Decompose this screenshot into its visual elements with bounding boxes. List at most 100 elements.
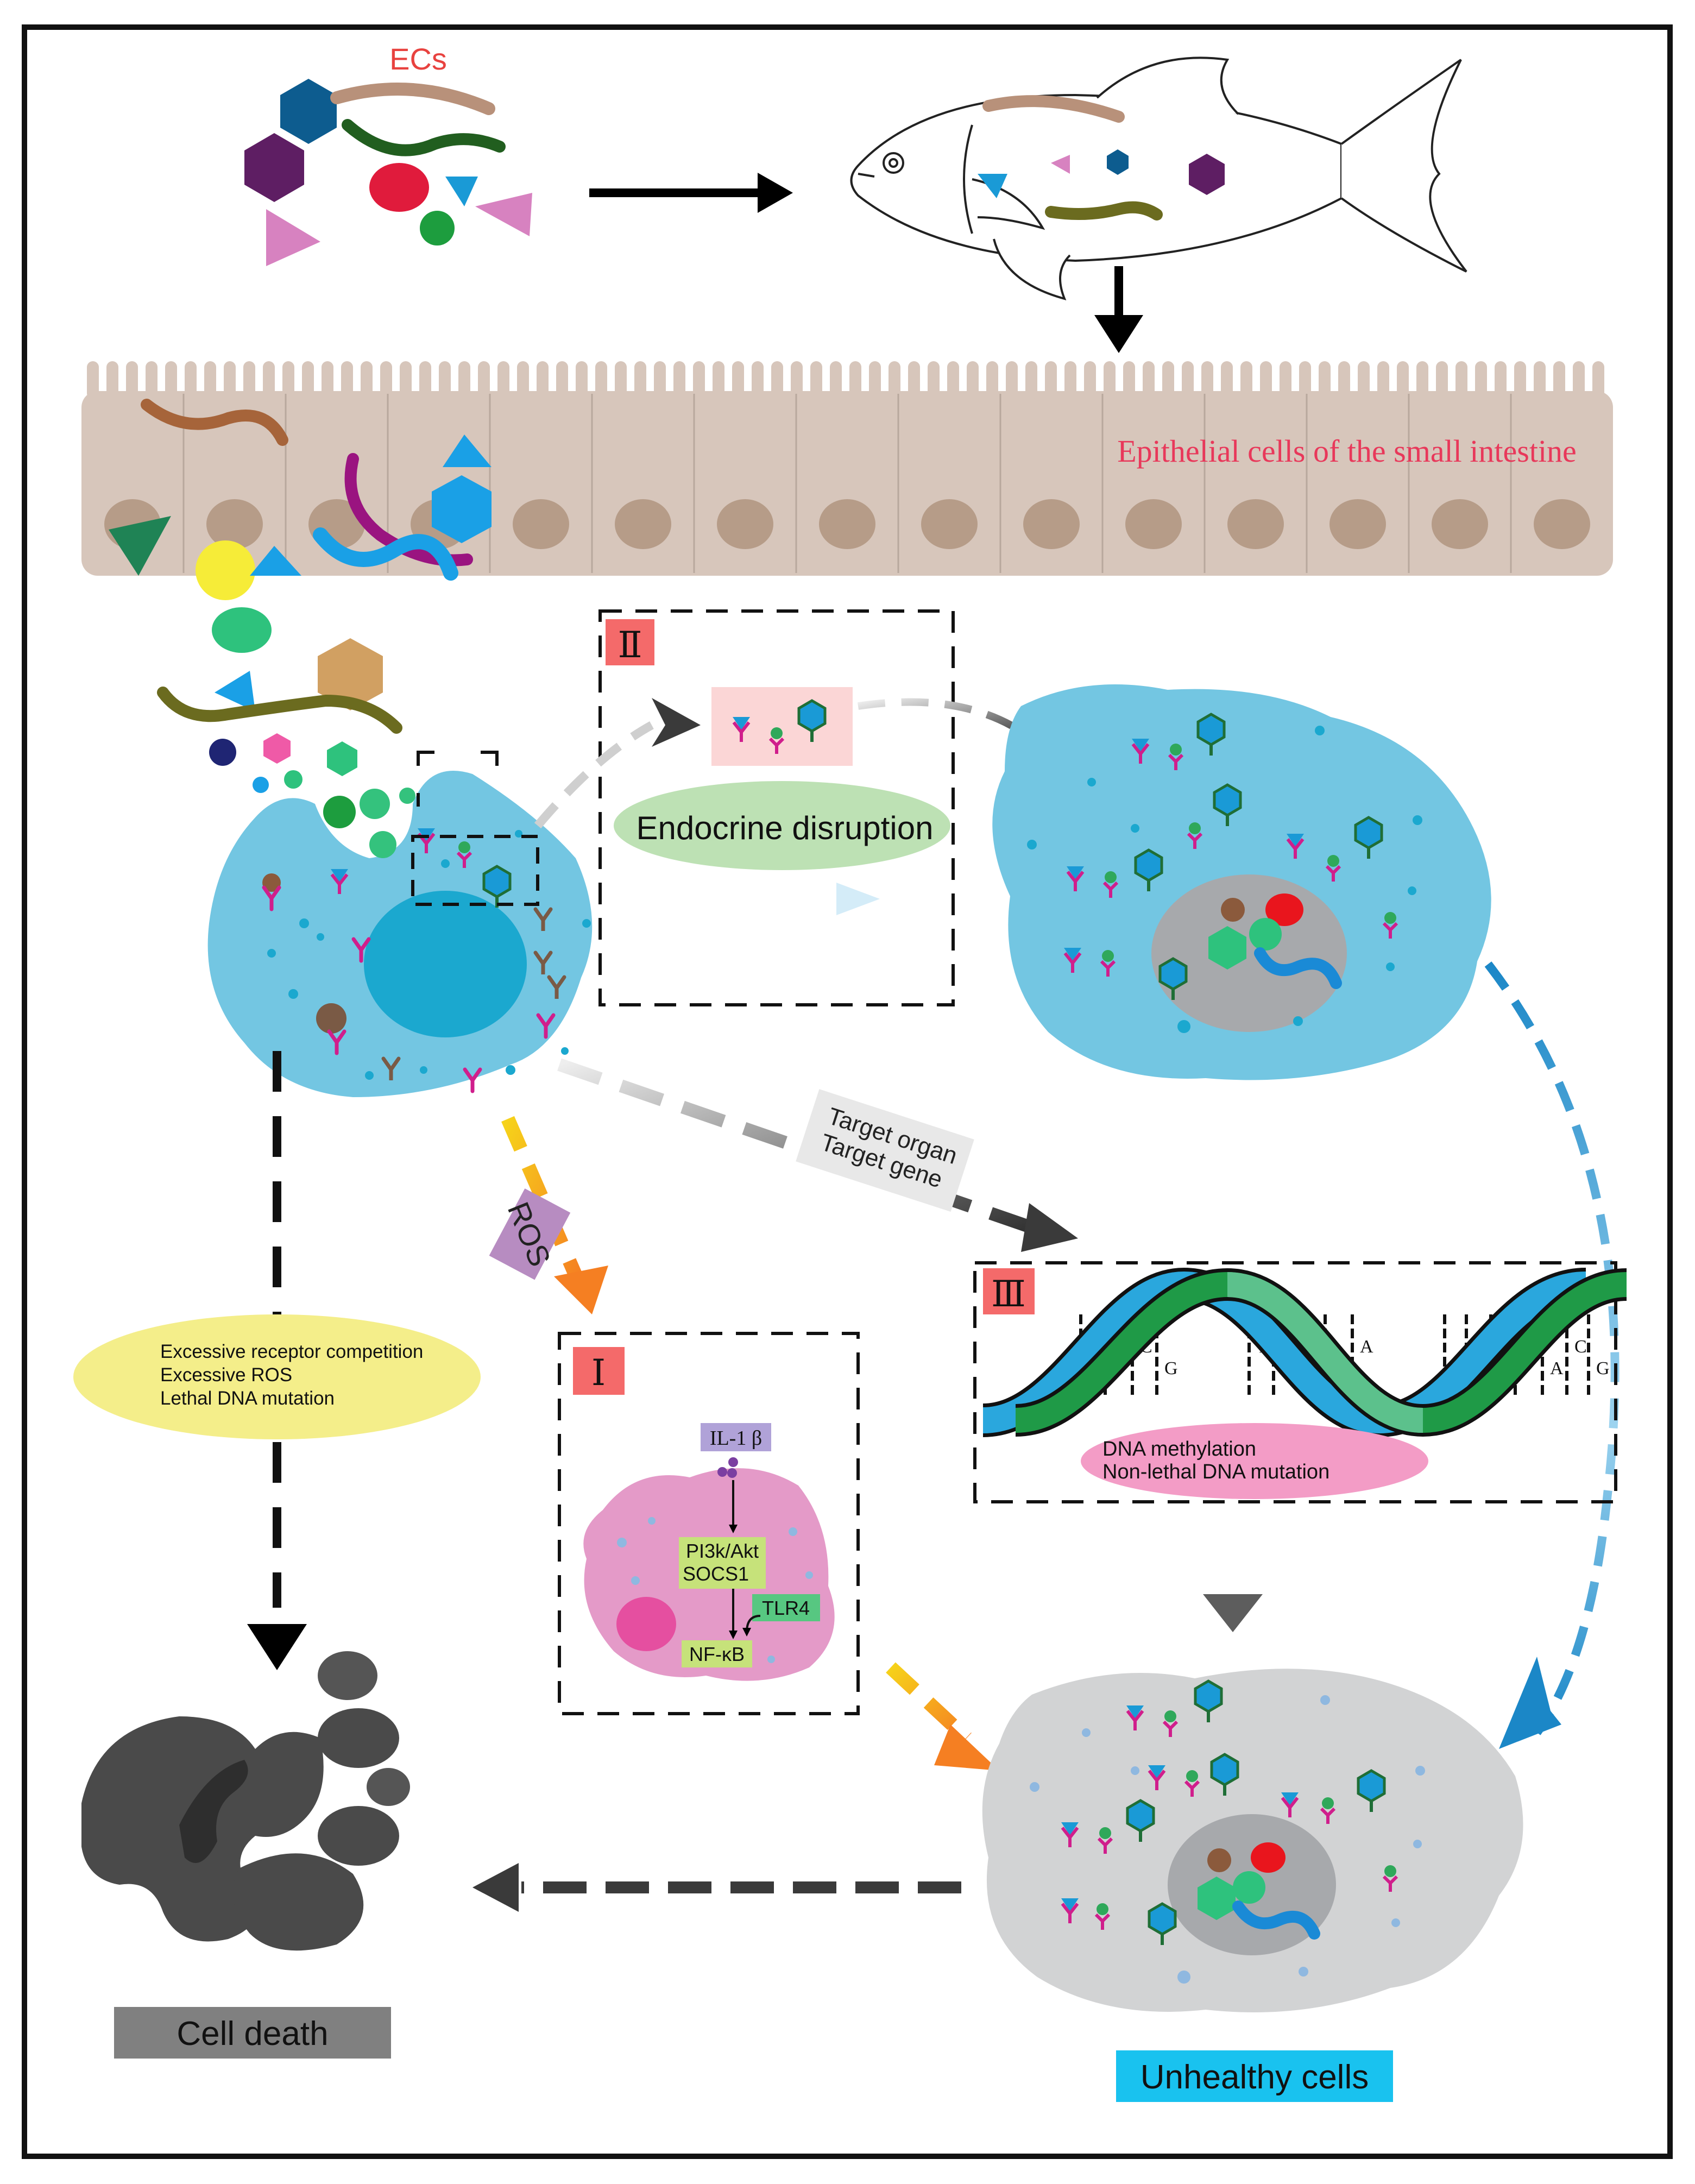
cell-nucleus bbox=[717, 499, 773, 549]
pi3k-box bbox=[679, 1537, 766, 1589]
arrow-unhealthy-to-death-head bbox=[472, 1863, 519, 1912]
unhealthy-dot-1 bbox=[1030, 1782, 1039, 1792]
unhealthy-dot-4 bbox=[1320, 1695, 1330, 1705]
arrow-inflammation-head bbox=[934, 1724, 999, 1771]
arrow-inflammation-to-unhealthy bbox=[886, 1662, 972, 1744]
cause-pill bbox=[73, 1314, 481, 1439]
microvillus bbox=[1495, 361, 1507, 399]
microvillus bbox=[1045, 361, 1057, 399]
triangle-blue-small bbox=[250, 546, 301, 576]
nucleus-green-circle bbox=[1249, 918, 1282, 951]
original-cell-nucleus bbox=[364, 891, 527, 1037]
fish-triangle-pink bbox=[1051, 155, 1070, 174]
microvillus bbox=[732, 361, 744, 399]
microvillus bbox=[458, 361, 470, 399]
disrupted-cell-nucleus bbox=[1151, 874, 1347, 1032]
base-pair-letter: A bbox=[1550, 1358, 1564, 1379]
cell-nuclei bbox=[104, 499, 1590, 549]
blue-curve-head bbox=[1499, 1657, 1561, 1749]
cell-dot-2 bbox=[317, 933, 324, 941]
base-pair-letter: G bbox=[1164, 1358, 1178, 1379]
dna-strand-lightgreen bbox=[1226, 1272, 1424, 1433]
unhealthy-red-blob bbox=[1251, 1842, 1286, 1873]
microvillus bbox=[1416, 361, 1428, 399]
microvillus bbox=[1319, 361, 1331, 399]
cell-dot-1 bbox=[299, 918, 309, 928]
dna-pill bbox=[1081, 1423, 1428, 1499]
box-ii-frame bbox=[598, 609, 955, 1006]
cell-dot-10 bbox=[441, 859, 450, 868]
microvillus bbox=[106, 361, 118, 399]
microvillus bbox=[1240, 361, 1252, 399]
worm-tan bbox=[330, 83, 495, 115]
microvillus bbox=[243, 361, 255, 399]
microvillus bbox=[126, 361, 138, 399]
microvillus bbox=[224, 361, 236, 399]
cell-nucleus bbox=[513, 499, 569, 549]
unhealthy-label: Unhealthy cells bbox=[1140, 2059, 1369, 2096]
disrupted-dot-2 bbox=[1087, 778, 1096, 786]
vesicle-green-4 bbox=[399, 788, 415, 804]
intestinal-epithelium: Epithelial cells of the small intestine bbox=[81, 361, 1613, 576]
microvillus bbox=[791, 361, 803, 399]
arrow-to-cell-death-head bbox=[247, 1624, 307, 1670]
vesicle-green-1 bbox=[323, 796, 356, 828]
microvillus bbox=[1573, 361, 1585, 399]
target-label-card: Target organ Target gene bbox=[796, 1089, 974, 1212]
microvillus bbox=[341, 361, 353, 399]
cell-dot-6 bbox=[420, 1066, 427, 1074]
cell-nucleus bbox=[206, 499, 263, 549]
cell-nucleus bbox=[819, 499, 875, 549]
fish-gill bbox=[963, 124, 973, 234]
cell-walls bbox=[182, 394, 1512, 573]
dead-cell-fragments bbox=[81, 1651, 410, 1951]
microvillus bbox=[322, 361, 333, 399]
original-cell bbox=[207, 771, 593, 1097]
microvillus bbox=[830, 361, 842, 399]
fish-triangle-blue bbox=[978, 174, 1007, 198]
fish-hexagon-dark-blue bbox=[1107, 149, 1129, 175]
unhealthy-green-hex bbox=[1198, 1877, 1236, 1920]
microvillus bbox=[1534, 361, 1546, 399]
microvillus bbox=[713, 361, 724, 399]
base-pair-letter: A bbox=[1360, 1337, 1373, 1357]
microvillus bbox=[1104, 361, 1116, 399]
microvillus bbox=[967, 361, 979, 399]
zoom-bracket-upper bbox=[417, 751, 499, 807]
microvillus bbox=[497, 361, 509, 399]
microvillus bbox=[556, 361, 568, 399]
microvillus bbox=[771, 361, 783, 399]
green-oval bbox=[212, 607, 272, 653]
disrupted-dot-9 bbox=[1177, 1020, 1190, 1033]
cell-nucleus bbox=[1023, 499, 1080, 549]
microvillus bbox=[615, 361, 627, 399]
triangle-pink-right bbox=[475, 193, 532, 236]
ros-arrow-head bbox=[554, 1266, 608, 1314]
arrow-fish-to-intestine-head bbox=[1094, 315, 1143, 353]
hexagon-purple bbox=[244, 133, 304, 202]
microvillus bbox=[1025, 361, 1037, 399]
il1b-dot-1 bbox=[717, 1467, 727, 1477]
dead-fragment-inner bbox=[179, 1760, 248, 1863]
cell-dot-4 bbox=[288, 989, 298, 999]
cause-2-label: Excessive ROS bbox=[160, 1364, 292, 1386]
yellow-circle bbox=[196, 540, 255, 600]
target-arrow-head bbox=[1021, 1203, 1078, 1252]
disrupted-dot-1 bbox=[1027, 840, 1037, 849]
cell-nucleus bbox=[921, 499, 978, 549]
microvillus bbox=[947, 361, 959, 399]
microvillus bbox=[1201, 361, 1213, 399]
il1b-label: IL-1 β bbox=[710, 1427, 762, 1450]
hexagon-dark-blue bbox=[280, 79, 337, 144]
microvillus bbox=[282, 361, 294, 399]
triangle-green bbox=[109, 516, 171, 576]
microvillus bbox=[419, 361, 431, 399]
immune-dot-7 bbox=[805, 1571, 813, 1579]
fish bbox=[850, 56, 1467, 300]
nucleus-brown-dot bbox=[1221, 898, 1245, 922]
disrupted-dot-8 bbox=[1293, 1016, 1303, 1026]
immune-dot-1 bbox=[617, 1538, 627, 1547]
microvillus bbox=[1338, 361, 1350, 399]
microvillus bbox=[986, 361, 998, 399]
disrupted-dot-3 bbox=[1131, 824, 1139, 833]
